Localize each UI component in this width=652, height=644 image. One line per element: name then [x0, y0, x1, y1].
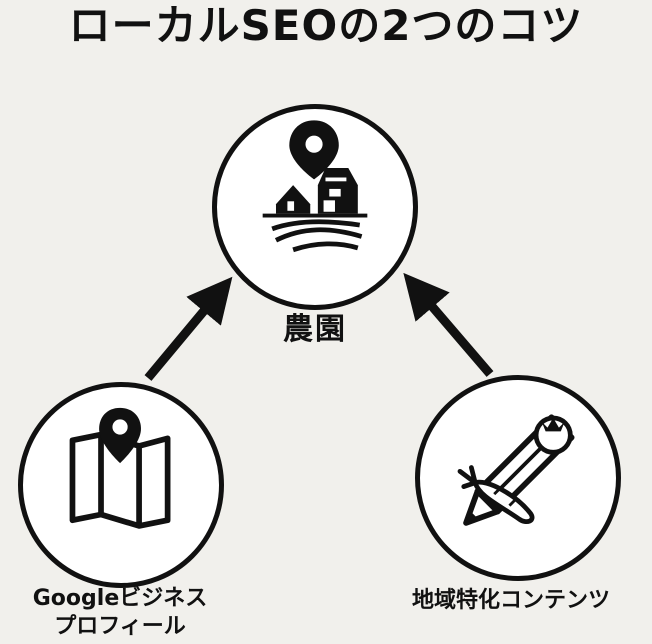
farm-label: 農園 [283, 312, 347, 347]
farm-circle [212, 104, 418, 310]
diagram-title: ローカルSEOの2つのコツ [68, 1, 584, 50]
pencil-vegetables-icon [457, 414, 575, 526]
google-business-profile-label: Googleビジネス プロフィール [0, 585, 240, 641]
label-line-2: プロフィール [54, 614, 186, 639]
arrow-right-to-center [403, 272, 494, 377]
label-line-1: Googleビジネス [32, 586, 208, 611]
local-content-label: 地域特化コンテンツ [411, 588, 610, 613]
map-circle [18, 382, 224, 588]
arrow-left-to-center [144, 276, 233, 381]
local-content-circle [415, 375, 621, 581]
map-pin-icon [69, 407, 171, 529]
farm-location-icon [262, 120, 368, 253]
